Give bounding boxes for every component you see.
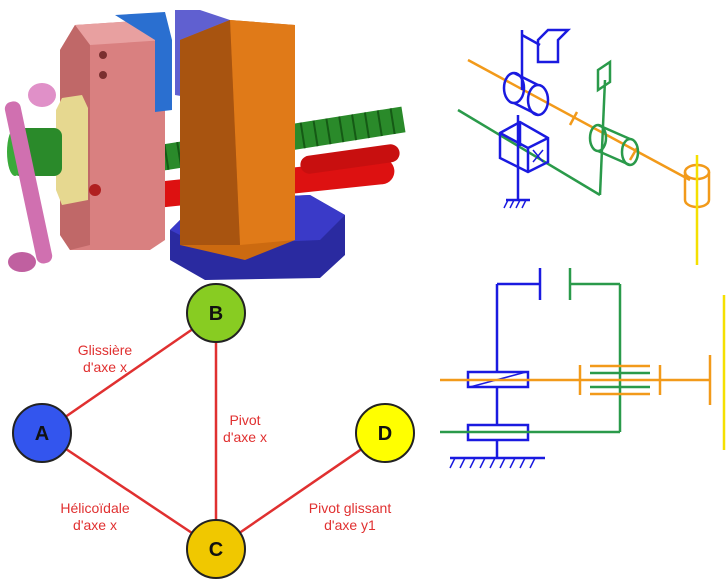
node-circle bbox=[186, 519, 246, 579]
blue-part-3d bbox=[498, 28, 572, 209]
graph-edge-ab bbox=[41, 311, 217, 435]
blue-solid-2d bbox=[449, 268, 545, 469]
node-label: D bbox=[378, 423, 392, 445]
graph-edge-ac bbox=[41, 431, 217, 551]
axis-orange-3d bbox=[467, 58, 691, 182]
cylinder-green-3d bbox=[588, 123, 640, 167]
edge-label-line2: d'axe x bbox=[73, 517, 117, 533]
graph-node-a: A bbox=[12, 403, 72, 463]
edge-label-line2: d'axe y1 bbox=[324, 517, 376, 533]
node-circle bbox=[12, 403, 72, 463]
graph-node-b: B bbox=[186, 283, 246, 343]
end-plate bbox=[56, 95, 88, 205]
graph-node-d: D bbox=[355, 403, 415, 463]
vise-slider bbox=[180, 20, 295, 260]
edge-label-line1: Pivot bbox=[229, 412, 260, 428]
edge-label-line2: d'axe x bbox=[83, 359, 127, 375]
vise-handle bbox=[4, 83, 56, 272]
graph-edge-cd bbox=[215, 431, 386, 551]
node-label: A bbox=[35, 423, 49, 445]
graph-nodes: A B C D bbox=[12, 283, 415, 579]
node-circle bbox=[186, 283, 246, 343]
kinematic-3d-diagram bbox=[457, 28, 711, 265]
edge-label-line2: d'axe x bbox=[223, 429, 267, 445]
edge-label-line1: Hélicoïdale bbox=[60, 500, 129, 516]
vise-illustration bbox=[4, 10, 406, 280]
kinematic-2d-diagram bbox=[440, 268, 726, 469]
green-solid-2d bbox=[440, 268, 650, 434]
node-label: B bbox=[209, 303, 223, 325]
graph-edges bbox=[41, 311, 386, 551]
graph-node-c: C bbox=[186, 519, 246, 579]
node-circle bbox=[355, 403, 415, 463]
node-label: C bbox=[209, 539, 223, 561]
edge-label-line1: Glissière bbox=[78, 342, 133, 358]
edge-label-line1: Pivot glissant bbox=[309, 500, 392, 516]
fixed-jaw bbox=[115, 12, 172, 112]
orange-solid-2d bbox=[440, 355, 712, 405]
